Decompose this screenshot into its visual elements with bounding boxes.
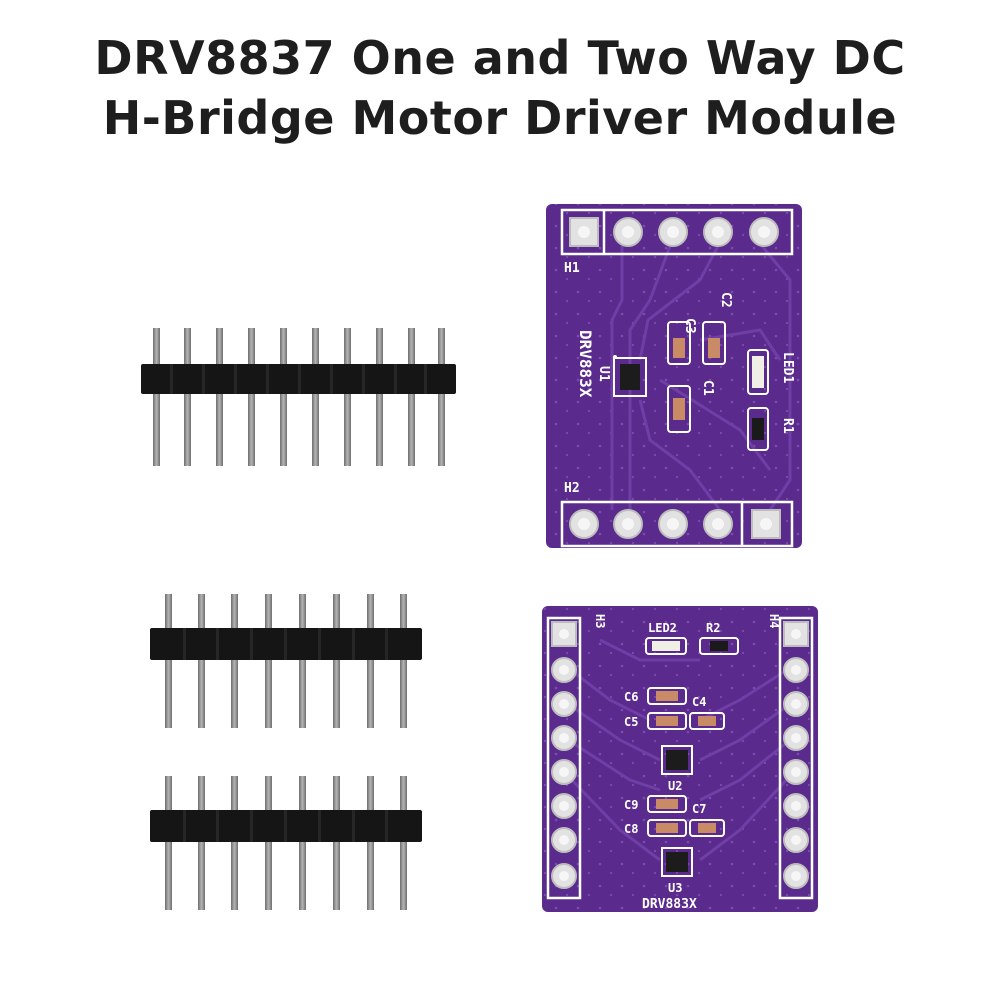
label-c7: C7 xyxy=(692,802,706,816)
capacitor-c2 xyxy=(702,321,726,365)
product-title: DRV8837 One and Two Way DC H-Bridge Moto… xyxy=(0,28,1000,148)
capacitor-c5 xyxy=(647,712,687,730)
driver-board-dual: H3 H4 LED2 R2 C6 C4 C5 U2 C9 C7 C8 U3 DR… xyxy=(542,606,818,912)
title-line-1: DRV8837 One and Two Way DC xyxy=(94,31,906,85)
label-c2: C2 xyxy=(718,292,733,308)
header-h2-pads xyxy=(560,500,794,548)
label-c3: C3 xyxy=(682,318,697,334)
label-chip-drv883x: DRV883X xyxy=(576,330,595,398)
led-led1 xyxy=(747,349,769,395)
label-led2: LED2 xyxy=(648,621,677,635)
label-c4: C4 xyxy=(692,695,706,709)
capacitor-c8 xyxy=(647,819,687,837)
driver-board-single: H1 H2 C3 C2 U1 DRV883X C1 LED1 R1 xyxy=(546,204,802,548)
label-led1: LED1 xyxy=(780,352,795,383)
label-h4: H4 xyxy=(767,614,781,628)
capacitor-c1 xyxy=(667,385,691,433)
capacitor-c6 xyxy=(647,687,687,705)
label-h3: H3 xyxy=(593,614,607,628)
label-c6: C6 xyxy=(624,690,638,704)
capacitor-c9 xyxy=(647,795,687,813)
ic-u1 xyxy=(613,355,647,397)
capacitor-c3 xyxy=(667,321,691,365)
header-h1-pads xyxy=(560,208,794,256)
label-c1: C1 xyxy=(700,380,715,396)
label-chip-drv883x-2: DRV883X xyxy=(642,897,697,912)
pin-header-8-upper xyxy=(150,594,422,728)
label-c5: C5 xyxy=(624,715,638,729)
header-h4-pads xyxy=(778,616,814,900)
led-led2 xyxy=(645,637,687,655)
label-u2: U2 xyxy=(668,779,682,793)
label-h2: H2 xyxy=(564,481,580,496)
capacitor-c4 xyxy=(689,712,725,730)
ic-u2 xyxy=(661,745,693,775)
label-u1: U1 xyxy=(596,366,611,382)
ic-u3 xyxy=(661,847,693,877)
title-line-2: H-Bridge Motor Driver Module xyxy=(102,91,898,145)
resistor-r1 xyxy=(747,407,769,451)
pin-header-8-lower xyxy=(150,776,422,910)
label-h1: H1 xyxy=(564,261,580,276)
label-c9: C9 xyxy=(624,798,638,812)
label-r2: R2 xyxy=(706,621,720,635)
capacitor-c7 xyxy=(689,819,725,837)
label-c8: C8 xyxy=(624,822,638,836)
header-h3-pads xyxy=(546,616,582,900)
label-r1: R1 xyxy=(780,418,795,434)
pin-header-10 xyxy=(141,328,456,466)
label-u3: U3 xyxy=(668,881,682,895)
resistor-r2 xyxy=(699,637,739,655)
